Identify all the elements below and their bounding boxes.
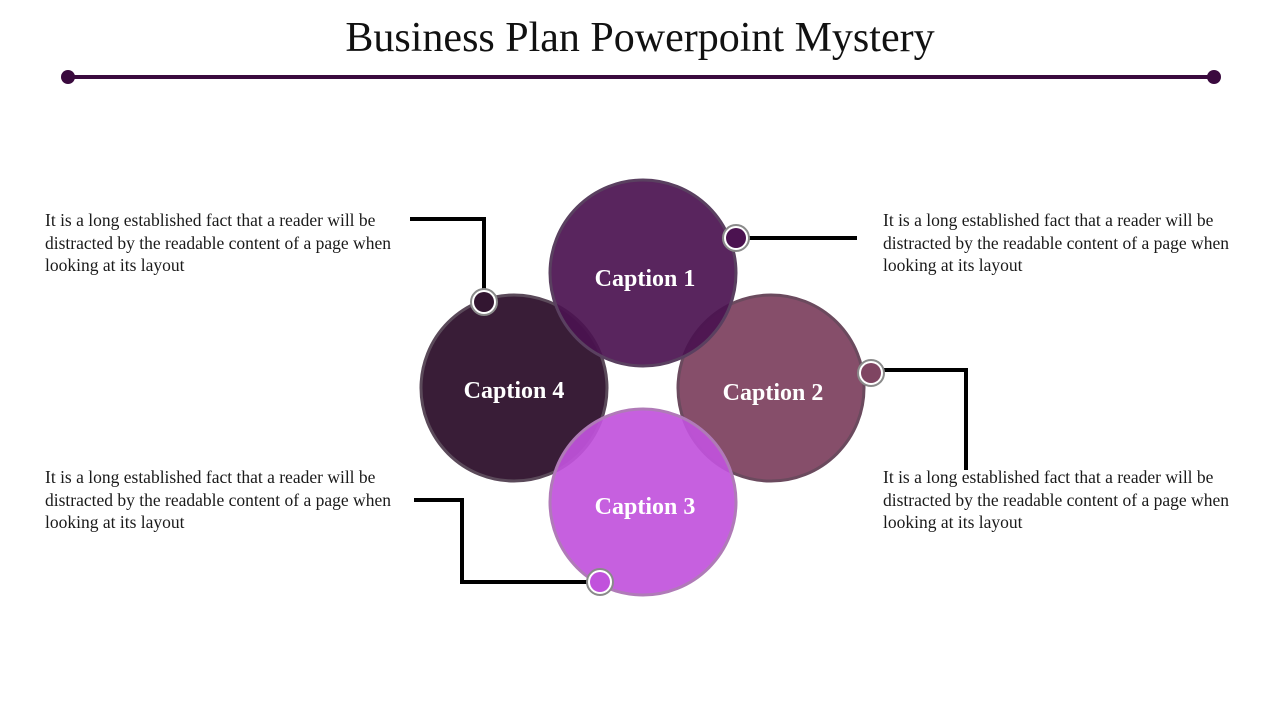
connector-dot-4	[470, 288, 498, 316]
circle-caption-1	[548, 178, 738, 368]
caption-4-label: Caption 4	[464, 378, 565, 404]
caption-3-label: Caption 3	[595, 494, 696, 520]
circle-caption-2	[676, 293, 866, 483]
caption-1-description: It is a long established fact that a rea…	[883, 210, 1229, 275]
caption-2-description: It is a long established fact that a rea…	[883, 467, 1229, 532]
slide-title: Business Plan Powerpoint Mystery	[345, 15, 935, 61]
connector-dot-3	[586, 568, 614, 596]
caption-2-label: Caption 2	[723, 380, 824, 406]
connector-4	[410, 217, 486, 302]
circle-caption-3	[548, 407, 738, 597]
title-divider	[61, 70, 1221, 84]
connector-3	[414, 498, 600, 584]
connector-2	[871, 368, 968, 470]
circle-caption-4	[419, 293, 609, 483]
caption-3-description: It is a long established fact that a rea…	[45, 467, 391, 532]
connector-dot-1	[722, 224, 750, 252]
caption-4-description: It is a long established fact that a rea…	[45, 210, 391, 275]
caption-1-label: Caption 1	[595, 266, 696, 292]
connector-dot-2	[857, 359, 885, 387]
